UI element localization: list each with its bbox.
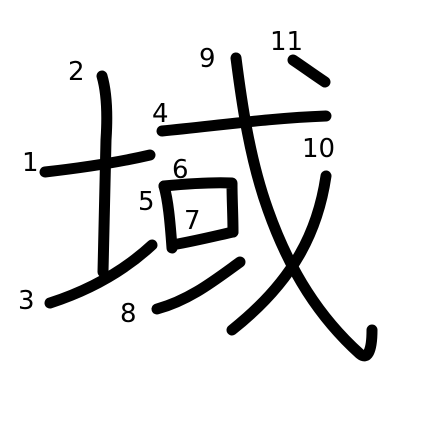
stroke-3-path — [44, 239, 158, 309]
stroke-5-path — [158, 180, 178, 254]
stroke-number-6: 6 — [172, 155, 189, 185]
stroke-number-3: 3 — [18, 286, 35, 316]
stroke-11-path — [287, 54, 331, 88]
stroke-10-path — [226, 170, 332, 336]
stroke-number-11: 11 — [270, 27, 303, 57]
stroke-number-2: 2 — [68, 57, 85, 87]
stroke-8-path — [151, 256, 246, 315]
stroke-7-path — [166, 226, 239, 251]
stroke-number-9: 9 — [199, 44, 216, 74]
stroke-number-10: 10 — [302, 134, 335, 164]
stroke-number-4: 4 — [152, 99, 169, 129]
stroke-6-path — [158, 177, 239, 238]
stroke-number-1: 1 — [22, 148, 39, 178]
stroke-number-5: 5 — [138, 187, 155, 217]
stroke-number-8: 8 — [120, 299, 137, 329]
stroke-number-7: 7 — [184, 206, 201, 236]
stroke-2-path — [96, 70, 113, 278]
stroke-1-path — [39, 149, 156, 178]
